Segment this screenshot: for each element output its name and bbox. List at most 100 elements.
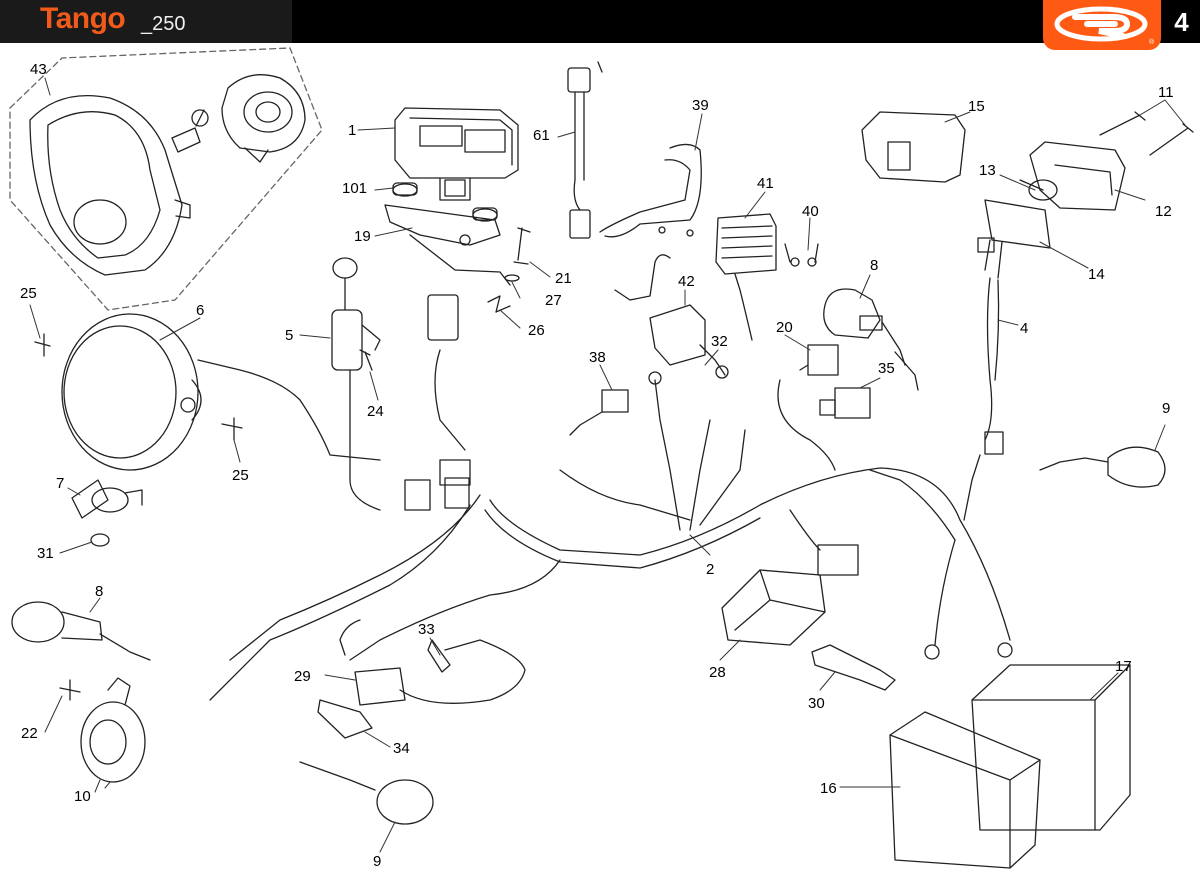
callout-14: 14 — [1088, 266, 1105, 283]
screw-25-top — [34, 333, 51, 357]
bolts-11 — [1099, 111, 1194, 156]
screw-24 — [359, 349, 373, 371]
bulb-13 — [1019, 179, 1058, 201]
callout-32: 32 — [711, 333, 728, 350]
rieju-logo: ® — [1043, 0, 1161, 50]
callout-35: 35 — [878, 360, 895, 377]
callout-11: 11 — [1158, 84, 1174, 101]
bracket-19 — [384, 182, 511, 286]
instrument-cluster — [394, 107, 519, 201]
callout-15: 15 — [968, 98, 985, 115]
callout-40: 40 — [802, 203, 819, 220]
bracket-30 — [811, 644, 896, 691]
callout-43: 43 — [30, 61, 47, 78]
ignition-switch — [331, 257, 381, 511]
connector-38 — [569, 389, 629, 436]
page-number: 4 — [1174, 7, 1189, 37]
callout-1: 1 — [348, 122, 356, 139]
callout-38: 38 — [589, 349, 606, 366]
callout-9-right: 9 — [1162, 400, 1170, 417]
main-harness — [209, 294, 1013, 701]
bracket-34 — [317, 699, 373, 739]
callout-33: 33 — [418, 621, 435, 638]
callout-22: 22 — [21, 725, 38, 742]
callout-7: 7 — [56, 475, 64, 492]
callout-28: 28 — [709, 664, 726, 681]
turn-signal-9-bottom — [299, 761, 434, 825]
screw-22 — [59, 679, 81, 701]
callout-24: 24 — [367, 403, 384, 420]
callout-4: 4 — [1020, 320, 1028, 337]
callout-9-bottom: 9 — [373, 853, 381, 870]
screw-21 — [513, 227, 531, 265]
model-title: Tango — [40, 2, 126, 35]
callout-12: 12 — [1155, 203, 1172, 220]
screw-25-bottom — [221, 417, 243, 441]
connector-5-left — [404, 479, 431, 511]
tail-light-12 — [1029, 141, 1126, 211]
wire-61 — [567, 61, 603, 239]
callout-8-top: 8 — [870, 257, 878, 274]
callout-34: 34 — [393, 740, 410, 757]
svg-text:®: ® — [1149, 38, 1155, 46]
spring-26 — [487, 295, 511, 313]
horn — [80, 677, 146, 783]
callout-2: 2 — [706, 561, 714, 578]
leader-lines — [29, 77, 1186, 853]
callout-19: 19 — [354, 228, 371, 245]
bulb-cover — [221, 74, 306, 163]
callout-labels: 43 1 101 19 61 39 41 40 15 11 13 12 14 2… — [20, 61, 1174, 870]
turn-signal-9-right — [1039, 446, 1166, 488]
callout-42: 42 — [678, 273, 695, 290]
callout-10: 10 — [74, 788, 91, 805]
callout-16: 16 — [820, 780, 837, 797]
ignition-coil — [339, 619, 526, 706]
relay-35 — [819, 387, 871, 419]
callout-13: 13 — [979, 162, 996, 179]
battery-16 — [889, 711, 1041, 869]
tail-light-15 — [861, 111, 966, 183]
headlight-6 — [61, 313, 381, 471]
callout-8-left: 8 — [95, 583, 103, 600]
washer-27 — [504, 274, 520, 282]
screw-40 — [784, 243, 819, 267]
holder-14 — [977, 199, 1051, 279]
title-panel: Tango _250 — [0, 0, 292, 43]
callout-101: 101 — [342, 180, 367, 197]
bulb-7 — [71, 479, 143, 519]
bracket-39 — [599, 143, 702, 301]
callout-20: 20 — [776, 319, 793, 336]
callout-41: 41 — [757, 175, 774, 192]
callout-21: 21 — [555, 270, 572, 287]
connector-32 — [648, 344, 729, 385]
wire-4 — [963, 277, 1004, 521]
callout-26: 26 — [528, 322, 545, 339]
headlight-assembly-outline — [9, 47, 323, 311]
callout-27: 27 — [545, 292, 562, 309]
turn-signal-8-left — [11, 601, 151, 661]
connector-42 — [649, 304, 706, 366]
callout-29: 29 — [294, 668, 311, 685]
connector-block — [789, 509, 859, 576]
spark-cap-33 — [427, 639, 451, 673]
battery-17 — [971, 664, 1131, 831]
callout-39: 39 — [692, 97, 709, 114]
callout-25-top: 25 — [20, 285, 37, 302]
callout-5: 5 — [285, 327, 293, 344]
headlight-reflector — [29, 95, 191, 276]
model-variant: _250 — [141, 13, 186, 35]
headlight-bulb — [171, 109, 209, 153]
turn-signal-8-top — [823, 288, 919, 391]
callout-6: 6 — [196, 302, 204, 319]
relay-20 — [799, 344, 839, 376]
cdi-unit — [721, 569, 826, 646]
regulator-41 — [715, 213, 777, 341]
callout-31: 31 — [37, 545, 54, 562]
callout-30: 30 — [808, 695, 825, 712]
callout-25-bottom: 25 — [232, 467, 249, 484]
rieju-logo-icon: ® — [1054, 6, 1155, 46]
callout-61: 61 — [533, 127, 550, 144]
bulb-31 — [90, 533, 110, 547]
callout-17: 17 — [1115, 658, 1132, 675]
